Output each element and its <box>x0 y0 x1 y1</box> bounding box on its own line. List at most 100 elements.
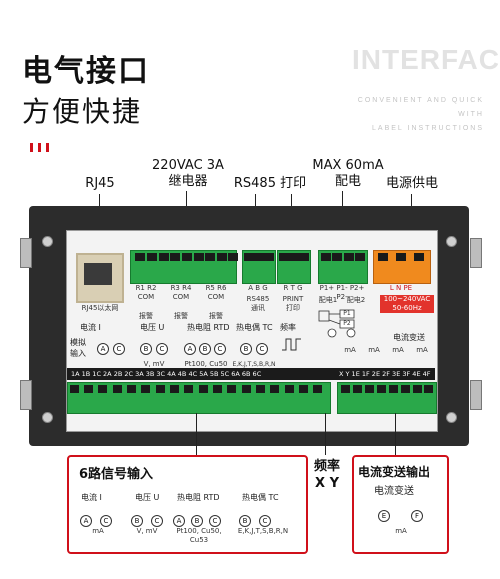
terminal-c-icon: C <box>214 336 226 355</box>
print-terminal-block[interactable] <box>277 250 311 284</box>
callout-current-unit: mA <box>92 527 104 535</box>
terminal-b-icon: B <box>199 336 211 355</box>
screw-icon <box>446 412 457 423</box>
transmit-output-unit: mA <box>395 527 407 535</box>
callout-tc-label: 热电偶 TC <box>242 493 279 502</box>
distribution-wiring-diagram <box>318 308 364 338</box>
transmit-ma-1: mA <box>344 346 356 354</box>
callout-rtd-types: Pt100, Cu50, Cu53 <box>176 527 222 544</box>
six-channel-title: 6路信号输入 <box>79 467 154 482</box>
callout-rtd-label: 热电阻 RTD <box>177 493 220 502</box>
distribution-1: 配电1 <box>318 296 338 304</box>
power-terminal-block[interactable] <box>373 250 431 284</box>
frequency-callout-title: 频率 <box>313 459 340 474</box>
terminal-a-icon: A <box>97 336 109 355</box>
callout-current-label: 电流 I <box>81 493 102 502</box>
input-terminal-labels: 1A 1B 1C 2A 2B 2C 3A 3B 3C 4A 4B 4C 5A 5… <box>71 370 262 378</box>
six-channel-input-callout: 6路信号输入 电流 I 电压 U 热电阻 RTD 热电偶 TC A C B C … <box>67 455 308 554</box>
watermark-line-1: CONVENIENT AND QUICK WITH <box>357 97 484 118</box>
terminal-a-icon: A <box>80 508 92 527</box>
distribution-label-line2: 配电 <box>334 174 361 189</box>
rj45-caption: RJ45以太网 <box>81 304 119 312</box>
transmit-ma-3: mA <box>392 346 404 354</box>
distribution-label: MAX 60mA 配电 <box>303 158 393 190</box>
watermark-text: CONVENIENT AND QUICK WITH LABEL INSTRUCT… <box>336 94 484 136</box>
relay-terminal-block[interactable] <box>130 250 238 284</box>
print-desc: 打印 <box>286 304 300 312</box>
rs485-terminal-block[interactable] <box>242 250 276 284</box>
terminal-b-icon: B <box>239 508 251 527</box>
distribution-pins: P1+ P1- P2+ P2- <box>319 284 365 301</box>
print-name: PRINT <box>282 295 304 303</box>
p1-label: P1 <box>343 310 351 317</box>
terminal-b-icon: B <box>131 508 143 527</box>
distribution-2: 配电2 <box>346 296 366 304</box>
transmit-output-sub: 电流变送 <box>374 486 414 497</box>
relay-pins-3: R5 R6 COM <box>205 284 227 301</box>
transmit-ma-2: mA <box>368 346 380 354</box>
frequency-callout: 频率 X Y <box>309 458 345 492</box>
p2-label: P2 <box>343 320 351 327</box>
rs485-desc: 通讯 <box>251 304 265 312</box>
analog-label: 模拟 <box>70 338 86 347</box>
terminal-a-icon: A <box>184 336 196 355</box>
terminal-c-icon: C <box>151 508 163 527</box>
pulse-icon <box>282 336 302 352</box>
signal-voltage-label: 电压 U <box>140 323 165 332</box>
terminal-c-icon: C <box>113 336 125 355</box>
rs485-pins: A B G <box>248 284 268 292</box>
transmit-ma-4: mA <box>416 346 428 354</box>
mount-bracket <box>20 238 32 268</box>
mount-bracket <box>470 380 482 410</box>
watermark-line-2: LABEL INSTRUCTIONS <box>372 125 484 132</box>
terminal-e-icon: E <box>378 503 390 522</box>
terminal-screws <box>67 382 435 412</box>
screw-icon <box>42 412 53 423</box>
leader-line <box>196 413 197 455</box>
page-subtitle: 方便快捷 <box>22 95 143 128</box>
screw-icon <box>42 236 53 247</box>
signal-current-label: 电流 I <box>80 323 101 332</box>
signal-freq-label: 频率 <box>280 323 296 332</box>
callout-voltage-unit: V, mV <box>136 527 158 535</box>
power-label: 电源供电 <box>385 176 438 191</box>
relay-label-line1: 220VAC 3A <box>152 158 224 173</box>
page-title: 电气接口 <box>22 54 150 89</box>
leader-line <box>395 413 396 455</box>
distribution-terminal-block[interactable] <box>318 250 368 284</box>
power-voltage: 100~240VAC <box>383 295 431 303</box>
relay-label: 220VAC 3A 继电器 <box>148 158 228 190</box>
terminal-c-icon: C <box>209 508 221 527</box>
rs485-print-label: RS485 打印 <box>233 176 307 191</box>
power-pins: L N PE <box>389 284 413 292</box>
relay-pins-2: R3 R4 COM <box>170 284 192 301</box>
terminal-b-icon: B <box>140 336 152 355</box>
transmit-output-title: 电流变送输出 <box>358 465 431 479</box>
watermark-title: INTERFACE <box>352 44 500 75</box>
rj45-label: RJ45 <box>85 176 115 191</box>
callout-tc-types: E,K,J,T,S,B,R,N <box>237 527 289 535</box>
relay-pins-1: R1 R2 COM <box>135 284 157 301</box>
relay-label-1: 报警 <box>139 312 153 320</box>
terminal-b-icon: B <box>191 508 203 527</box>
terminal-f-icon: F <box>411 503 423 522</box>
terminal-c-icon: C <box>259 508 271 527</box>
rs485-name: RS485 <box>246 295 270 303</box>
leader-line <box>325 413 326 455</box>
mount-bracket <box>470 238 482 268</box>
power-frequency: 50-60Hz <box>392 304 422 312</box>
print-pins: R T G <box>283 284 303 292</box>
power-spec-badge: 100~240VAC 50-60Hz <box>380 295 434 313</box>
terminal-c-icon: C <box>100 508 112 527</box>
terminal-a-icon: A <box>173 508 185 527</box>
terminal-c-icon: C <box>256 336 268 355</box>
terminal-b-icon: B <box>240 336 252 355</box>
mount-bracket <box>20 380 32 410</box>
voltage-units: V, mV <box>143 360 165 368</box>
terminal-label-bar: 1A 1B 1C 2A 2B 2C 3A 3B 3C 4A 4B 4C 5A 5… <box>67 368 435 380</box>
rj45-socket-icon <box>84 263 112 285</box>
relay-label-2: 报警 <box>174 312 188 320</box>
distribution-label-line1: MAX 60mA <box>312 158 384 173</box>
relay-label-line2: 继电器 <box>168 174 208 189</box>
tc-types: E,K,J,T,S,B,R,N <box>232 361 276 368</box>
